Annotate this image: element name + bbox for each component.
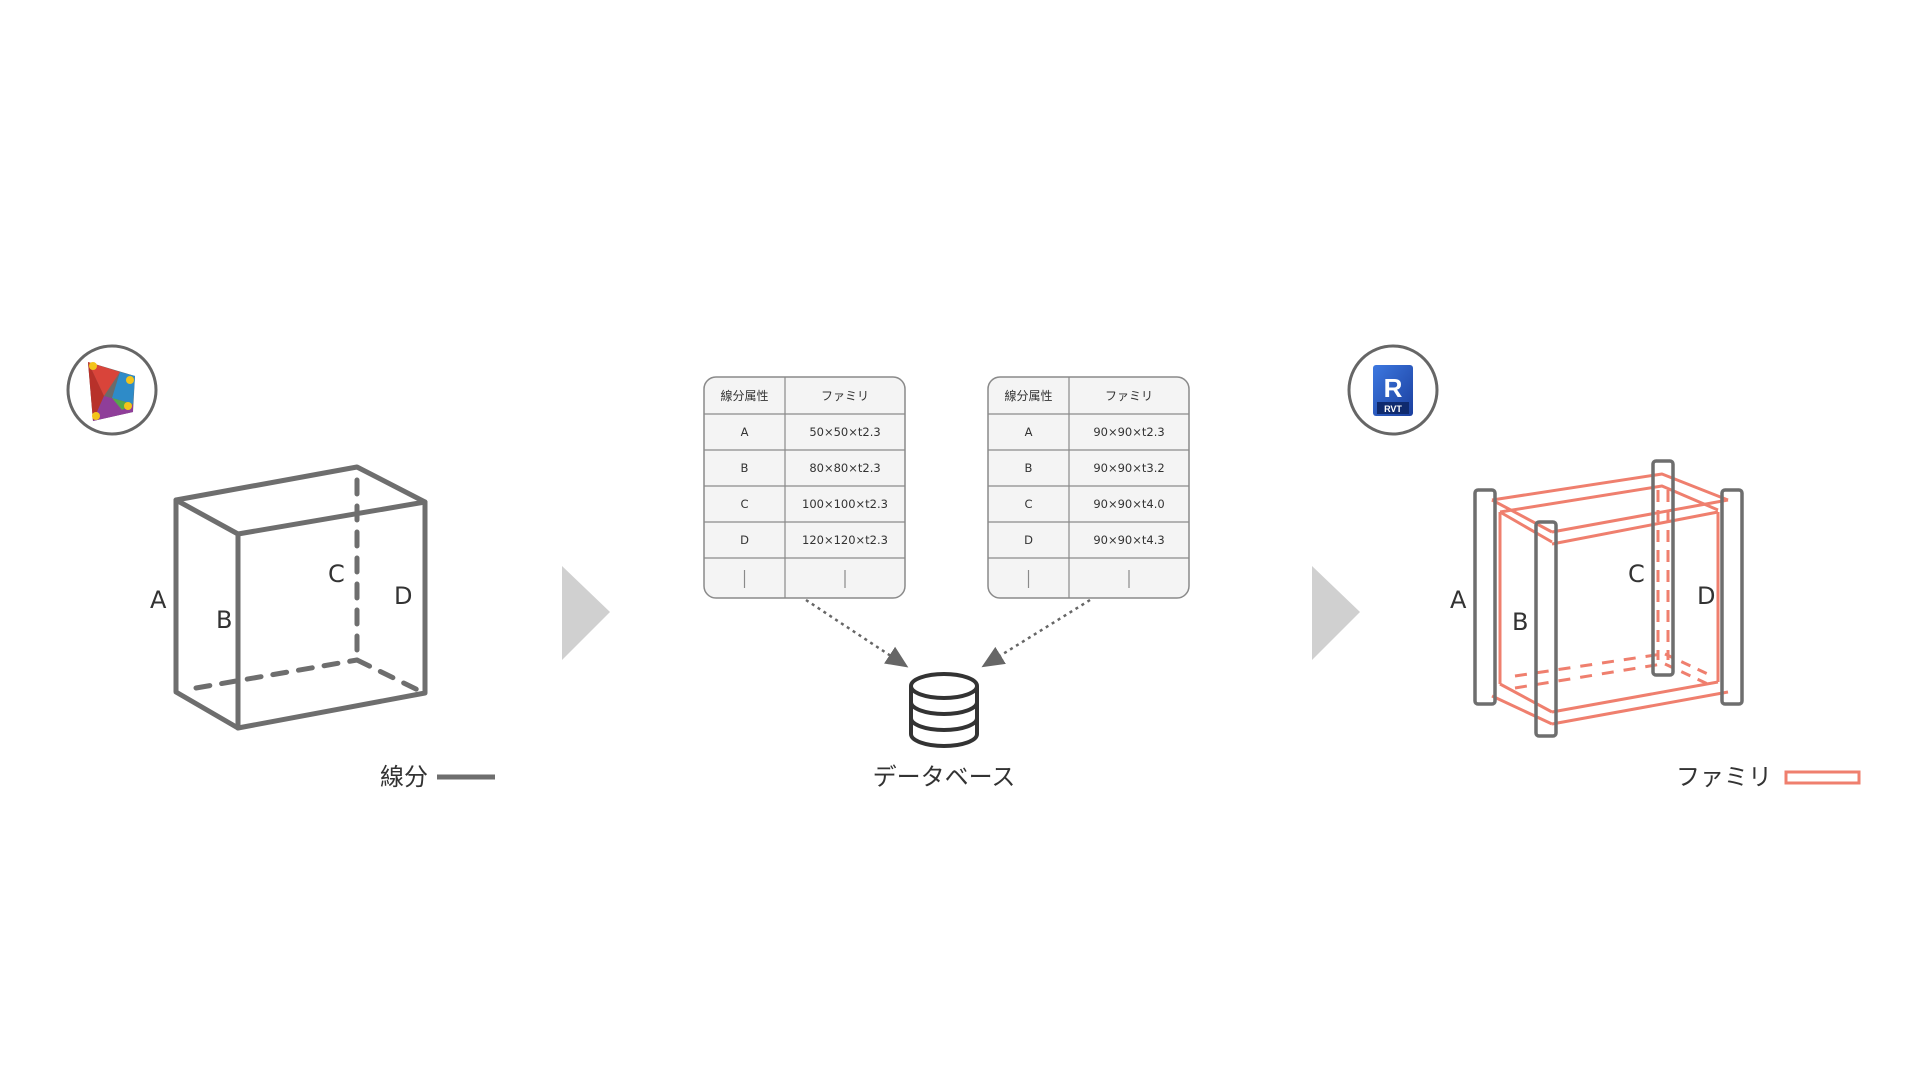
- table2-row-c-attr: C: [1024, 497, 1032, 511]
- table1-header-family: ファミリ: [821, 389, 869, 403]
- family-columns: [1473, 459, 1744, 738]
- table2-header-family: ファミリ: [1105, 389, 1153, 403]
- box-side-face: [235, 499, 428, 731]
- table1-row-c-family: 100×100×t2.3: [802, 497, 888, 511]
- revit-logo-letter: R: [1384, 373, 1403, 403]
- legend-label-family: ファミリ: [1676, 763, 1772, 791]
- flow-arrow-1: [562, 566, 610, 660]
- table2-row-a-family: 90×90×t2.3: [1093, 425, 1164, 439]
- mapping-table-2: 線分属性 ファミリ A 90×90×t2.3 B 90×90×t3.2 C 90…: [987, 376, 1190, 599]
- table2-header-attr: 線分属性: [1004, 388, 1052, 403]
- revit-logo-icon: R RVT: [1347, 344, 1439, 436]
- column-d: [1720, 488, 1744, 706]
- legend-swatch-family: [1784, 770, 1861, 785]
- left-edge-label-b: B: [216, 606, 232, 634]
- database-icon: [909, 672, 979, 748]
- right-edge-label-a: A: [1450, 586, 1467, 614]
- column-c: [1651, 459, 1675, 677]
- table1-row-d-family: 120×120×t2.3: [802, 533, 888, 547]
- hidden-bottom-edge-left: [193, 657, 360, 691]
- flow-arrow-2: [1312, 566, 1360, 660]
- table1-row-b-family: 80×80×t2.3: [809, 461, 880, 475]
- right-edge-label-d: D: [1697, 582, 1715, 610]
- table1-header-attr: 線分属性: [720, 388, 768, 403]
- table1-row-b-attr: B: [741, 461, 749, 475]
- connector-table1-to-db: [805, 598, 909, 668]
- revit-logo-subtext: RVT: [1384, 404, 1402, 414]
- right-edge-label-b: B: [1512, 608, 1528, 636]
- family-frame-model: [1491, 472, 1729, 726]
- left-edge-label-c: C: [328, 560, 345, 588]
- line-box-wireframe: [173, 464, 428, 731]
- table2-row-b-family: 90×90×t3.2: [1093, 461, 1164, 475]
- table2-row-a-attr: A: [1025, 425, 1033, 439]
- box-top-edge: [173, 464, 428, 505]
- table2-row-c-family: 90×90×t4.0: [1093, 497, 1164, 511]
- left-edge-label-a: A: [150, 586, 167, 614]
- table1-row-c-attr: C: [740, 497, 748, 511]
- connector-table2-to-db: [981, 598, 1091, 668]
- dynamo-logo-icon: [66, 344, 158, 436]
- table2-row-d-attr: D: [1024, 533, 1033, 547]
- table2-row-d-family: 90×90×t4.3: [1093, 533, 1164, 547]
- left-edge-label-d: D: [394, 582, 412, 610]
- table1-row-a-attr: A: [741, 425, 749, 439]
- mapping-table-1: 線分属性 ファミリ A 50×50×t2.3 B 80×80×t2.3 C 10…: [703, 376, 906, 599]
- column-a: [1473, 488, 1497, 706]
- table1-row-d-attr: D: [740, 533, 749, 547]
- right-edge-label-c: C: [1628, 560, 1645, 588]
- legend-label-line: 線分: [380, 763, 428, 791]
- database-label: データベース: [873, 763, 1016, 791]
- table1-row-a-family: 50×50×t2.3: [809, 425, 880, 439]
- column-b: [1534, 520, 1558, 738]
- hidden-bottom-edge-right: [354, 657, 421, 693]
- table2-row-b-attr: B: [1025, 461, 1033, 475]
